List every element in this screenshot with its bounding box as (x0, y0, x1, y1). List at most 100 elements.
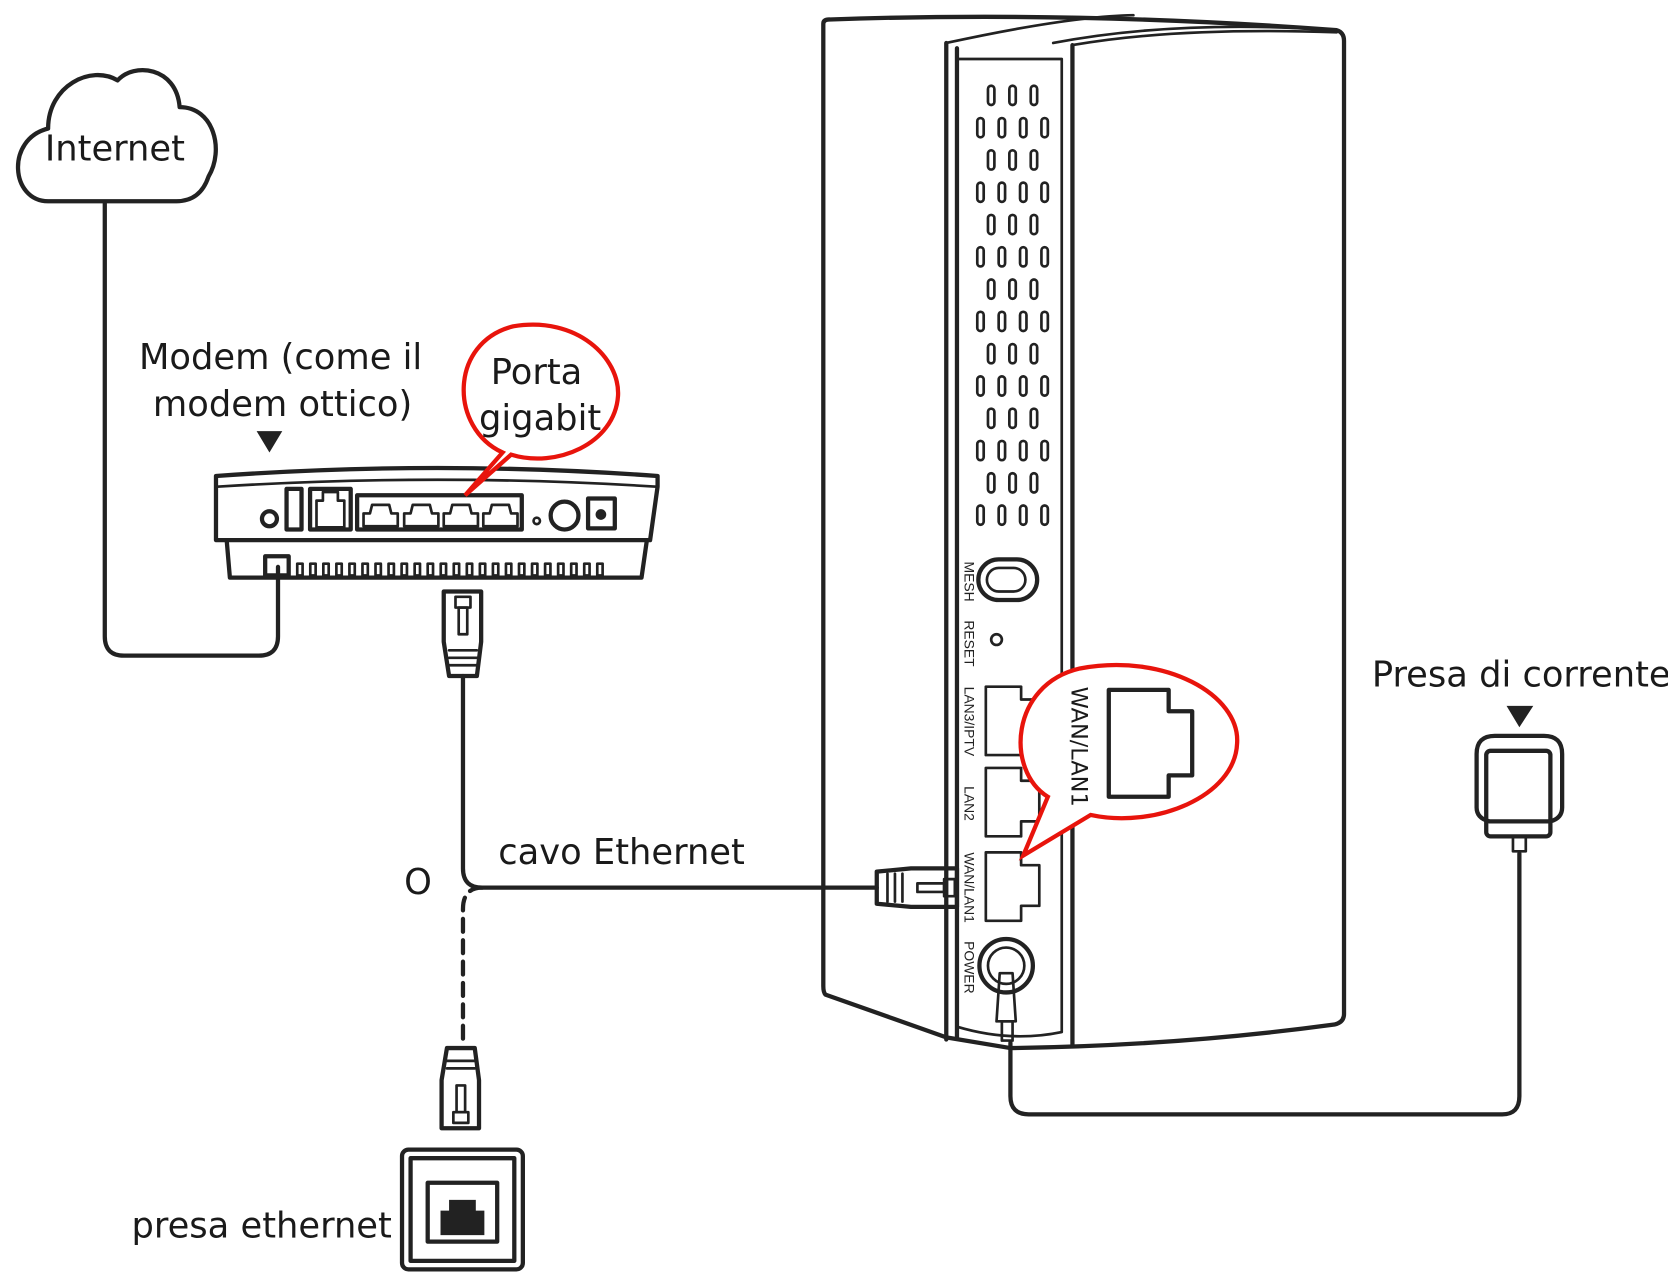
modem-lan-port-icon (442, 503, 480, 528)
ethernet-cable-alt-dashed (460, 885, 485, 1049)
wall-jack-label: presa ethernet (132, 1205, 392, 1246)
port-label-wan-lan1: WAN/LAN1 (961, 852, 977, 923)
gigabit-port-callout: Porta gigabit (461, 322, 621, 497)
router-vent (1029, 342, 1039, 365)
power-adapter-icon (1474, 733, 1565, 853)
router-vent (1018, 504, 1028, 527)
modem-label-line2: modem ottico) (153, 384, 412, 425)
modem-vent (556, 562, 565, 577)
router-vent (986, 471, 996, 494)
router-vent (1040, 181, 1050, 204)
router-vent (1008, 342, 1018, 365)
modem-vent (348, 562, 357, 577)
ethernet-plug-icon (441, 589, 484, 679)
port-label-mesh: MESH (961, 562, 977, 602)
modem-vent (504, 562, 513, 577)
modem-vent (387, 562, 396, 577)
router-vent (997, 375, 1007, 397)
router-vent (1008, 148, 1018, 171)
router-device: MESH RESET LAN3/IPTV LAN2 WAN/LAN1 POWER (821, 13, 1347, 1051)
wan-port-callout: WAN/LAN1 (1018, 662, 1240, 861)
modem-vent (400, 562, 409, 577)
cable-label: cavo Ethernet (498, 832, 745, 873)
modem-vent (452, 562, 461, 577)
router-vent (1018, 245, 1028, 268)
ethernet-plug-wall-icon (439, 1045, 482, 1131)
power-outlet-label: Presa di corrente (1372, 655, 1668, 696)
internet-cloud-icon (15, 68, 218, 204)
router-vent (986, 213, 996, 236)
router-vent (1029, 148, 1039, 171)
router-vent (1018, 116, 1028, 139)
modem-vent (439, 562, 448, 577)
gigabit-label-line1: Porta (491, 352, 583, 393)
router-vent (997, 181, 1007, 204)
modem-vent (517, 562, 526, 577)
port-label-lan2: LAN2 (961, 786, 977, 821)
modem-label-line1: Modem (come il (139, 337, 422, 378)
router-vent (1018, 181, 1028, 204)
router-vent (975, 439, 986, 462)
router-vent (975, 245, 986, 268)
router-vent (986, 407, 996, 430)
router-vent (975, 181, 986, 204)
router-vent (1018, 439, 1028, 462)
modem-arrow-icon (256, 431, 283, 453)
modem-vent (295, 562, 304, 577)
router-vent (975, 504, 986, 527)
internet-cable (102, 201, 281, 658)
router-vent (1029, 84, 1039, 107)
router-vent (986, 148, 996, 171)
router-vent (986, 84, 996, 107)
router-vent (997, 439, 1007, 462)
modem-lan-port-icon (481, 503, 519, 528)
router-vent (1029, 471, 1039, 494)
callout-port-label: WAN/LAN1 (1065, 687, 1091, 807)
router-vent (1040, 375, 1050, 397)
router-vent (1029, 278, 1039, 301)
modem-vent (478, 562, 487, 577)
router-vent (997, 116, 1007, 139)
modem-vent (543, 562, 552, 577)
router-vent (1008, 278, 1018, 301)
modem-vent (582, 562, 591, 577)
modem-lan-port-icon (402, 503, 440, 528)
router-vent (997, 245, 1007, 268)
or-label: O (404, 862, 432, 903)
modem-vent (595, 562, 604, 577)
power-cable (1008, 851, 1522, 1117)
router-vent (975, 375, 986, 397)
power-arrow-icon (1506, 705, 1534, 728)
port-label-power: POWER (961, 941, 977, 993)
ethernet-wall-jack-icon (399, 1147, 525, 1272)
modem-vent (569, 562, 578, 577)
modem-vent (426, 562, 435, 577)
router-vent (1008, 84, 1018, 107)
internet-label: Internet (45, 129, 185, 170)
router-vent (1029, 213, 1039, 236)
router-vent (1040, 245, 1050, 268)
router-vent (1008, 407, 1018, 430)
modem-vent (530, 562, 539, 577)
router-vent (1040, 310, 1050, 333)
router-vent (997, 310, 1007, 333)
router-vent (1018, 310, 1028, 333)
modem-vent (374, 562, 383, 577)
router-vent (1018, 375, 1028, 397)
modem-vent (308, 562, 317, 577)
router-vent (1040, 504, 1050, 527)
router-vent (1040, 439, 1050, 462)
router-vent (997, 504, 1007, 527)
port-label-reset: RESET (961, 620, 977, 667)
router-vent (986, 278, 996, 301)
modem-vent (321, 562, 331, 577)
modem-vent (465, 562, 474, 577)
modem-vent (361, 562, 370, 577)
router-vent (975, 116, 986, 139)
router-vent (975, 310, 986, 333)
modem-device (213, 465, 660, 580)
ethernet-plug-router-icon (874, 866, 960, 910)
router-vent (1008, 471, 1018, 494)
router-vent (1040, 116, 1050, 139)
